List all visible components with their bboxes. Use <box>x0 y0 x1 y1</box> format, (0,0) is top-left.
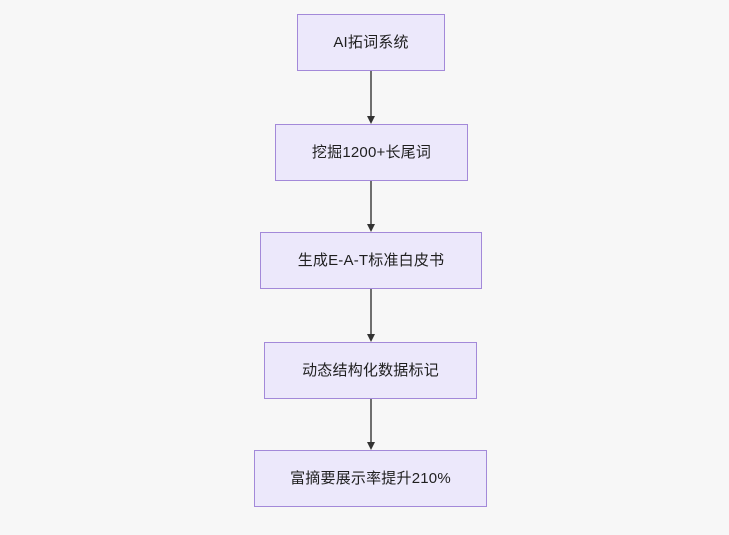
arrowhead-down-icon <box>367 224 375 232</box>
flowchart-connector-1 <box>367 71 376 124</box>
connector-line <box>370 399 372 442</box>
flowchart-node-5[interactable]: 富摘要展示率提升210% <box>254 450 487 507</box>
connector-line <box>370 71 372 116</box>
flowchart-connector-4 <box>367 399 376 450</box>
connector-line <box>370 181 372 224</box>
flowchart-connector-2 <box>367 181 376 232</box>
flowchart-node-4[interactable]: 动态结构化数据标记 <box>264 342 477 399</box>
flowchart-connector-3 <box>367 289 376 342</box>
flowchart-node-1[interactable]: AI拓词系统 <box>297 14 445 71</box>
arrowhead-down-icon <box>367 334 375 342</box>
arrowhead-down-icon <box>367 116 375 124</box>
flowchart-node-2-label: 挖掘1200+长尾词 <box>311 144 432 161</box>
arrowhead-down-icon <box>367 442 375 450</box>
flowchart-node-4-label: 动态结构化数据标记 <box>302 362 439 379</box>
flowchart-node-5-label: 富摘要展示率提升210% <box>290 470 451 487</box>
flowchart-node-3-label: 生成E-A-T标准白皮书 <box>297 252 445 269</box>
flowchart-node-3[interactable]: 生成E-A-T标准白皮书 <box>260 232 482 289</box>
connector-line <box>370 289 372 334</box>
flowchart-node-2[interactable]: 挖掘1200+长尾词 <box>275 124 468 181</box>
flowchart-node-1-label: AI拓词系统 <box>333 34 409 51</box>
